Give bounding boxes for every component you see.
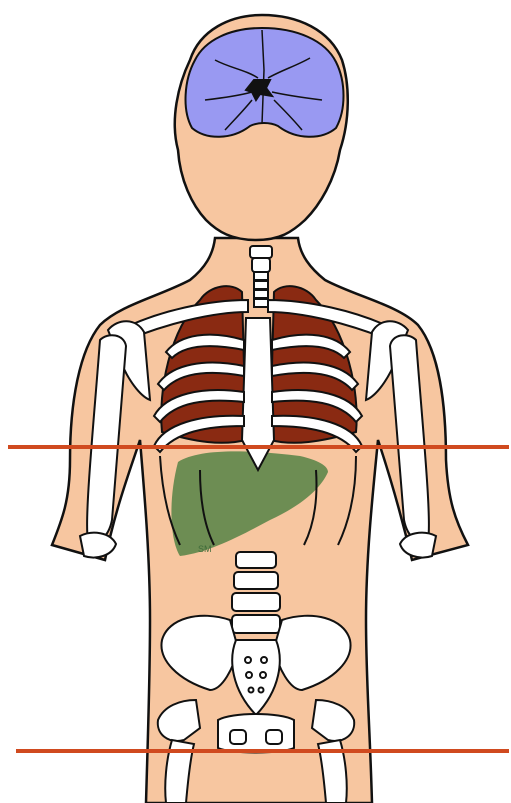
obturator [266,730,282,744]
vertebra [254,281,268,289]
sacral-foramen [259,688,264,693]
vertebra [234,572,278,589]
sacral-foramen [246,672,252,678]
vertebra [236,552,276,568]
vertebra [232,615,280,633]
sacral-foramen [245,657,251,663]
vertebra [254,272,268,280]
obturator [230,730,246,744]
cervical-spine [250,246,272,307]
left-elbow [400,533,436,558]
right-elbow [80,533,116,558]
sacral-foramen [261,657,267,663]
vertebra [254,299,268,307]
sacral-foramen [260,672,266,678]
lumbar-spine [232,552,280,633]
thyroid-cartilage [252,258,270,272]
vertebra [254,290,268,298]
overlay-label: SM [198,544,212,554]
sacral-foramen [249,688,254,693]
brain [186,28,344,137]
hyoid [250,246,272,258]
vertebra [232,593,280,611]
